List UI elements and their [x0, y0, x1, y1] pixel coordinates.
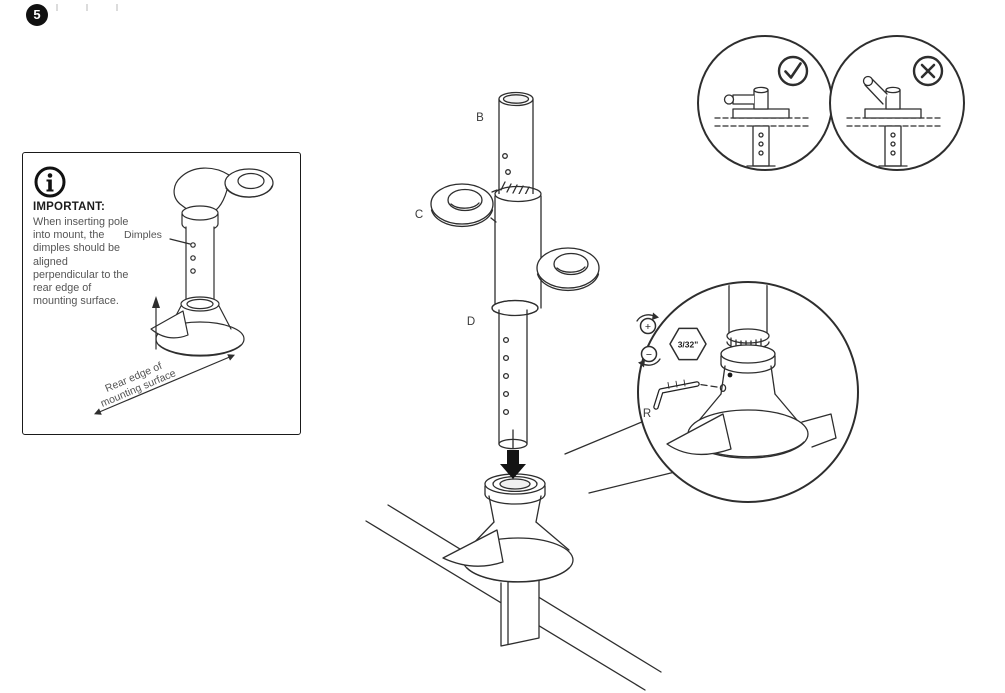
- check-icon: [777, 55, 809, 87]
- orientation-check: [697, 35, 965, 171]
- set-screw-hole: [719, 383, 727, 393]
- mounting-arm-c: [430, 183, 600, 309]
- tighten-rotation-icon: +: [636, 312, 659, 335]
- top-pole-b: [498, 91, 534, 197]
- incorrect-orientation-diagram: [846, 75, 942, 167]
- dimples-pointer-line: [169, 238, 191, 245]
- panel-arm: [173, 167, 274, 232]
- cross-icon: [912, 55, 944, 87]
- mount-closeup: [666, 283, 837, 459]
- rear-edge-double-arrow-icon: [94, 354, 235, 415]
- hex-key-size-badge: 3/32": [669, 327, 707, 361]
- main-assembly-illustration: B C D: [365, 91, 662, 691]
- dimples-label: Dimples: [124, 229, 162, 241]
- arm-boss-right: [536, 247, 600, 292]
- correct-orientation-diagram: [714, 86, 810, 167]
- loosen-rotation-icon: −: [638, 345, 661, 368]
- arm-boss-left: [430, 183, 494, 228]
- clamp-bracket: [500, 575, 540, 647]
- page-marks: [56, 4, 118, 11]
- callout-line-bottom: [588, 470, 680, 494]
- info-title: IMPORTANT:: [33, 201, 106, 213]
- lower-pole-d: [491, 299, 539, 450]
- info-body-text: When inserting pole into mount, the dimp…: [33, 216, 129, 308]
- alignment-arrow-up-icon: [152, 296, 160, 350]
- label-tool: R: [643, 408, 651, 420]
- allen-key-icon: [653, 379, 718, 410]
- plus-symbol: +: [645, 321, 651, 333]
- info-panel-illustration: [94, 167, 274, 415]
- label-top-pole: B: [476, 112, 484, 124]
- detail-callout: 3/32" + − R: [564, 281, 859, 503]
- hex-key-size-label: 3/32": [678, 340, 699, 350]
- insert-direction-arrow-icon: [500, 450, 526, 479]
- info-icon: [34, 166, 66, 198]
- dimple-dot: [727, 372, 733, 378]
- step-number-badge: 5: [26, 4, 48, 26]
- panel-mount: [150, 296, 245, 357]
- panel-pole: [185, 226, 215, 304]
- info-panel: IMPORTANT: When inserting pole into moun…: [22, 152, 301, 435]
- desk-mount-base: [442, 473, 574, 583]
- minus-symbol: −: [646, 349, 652, 361]
- label-lower-pole: D: [467, 316, 475, 328]
- label-arm: C: [415, 209, 423, 221]
